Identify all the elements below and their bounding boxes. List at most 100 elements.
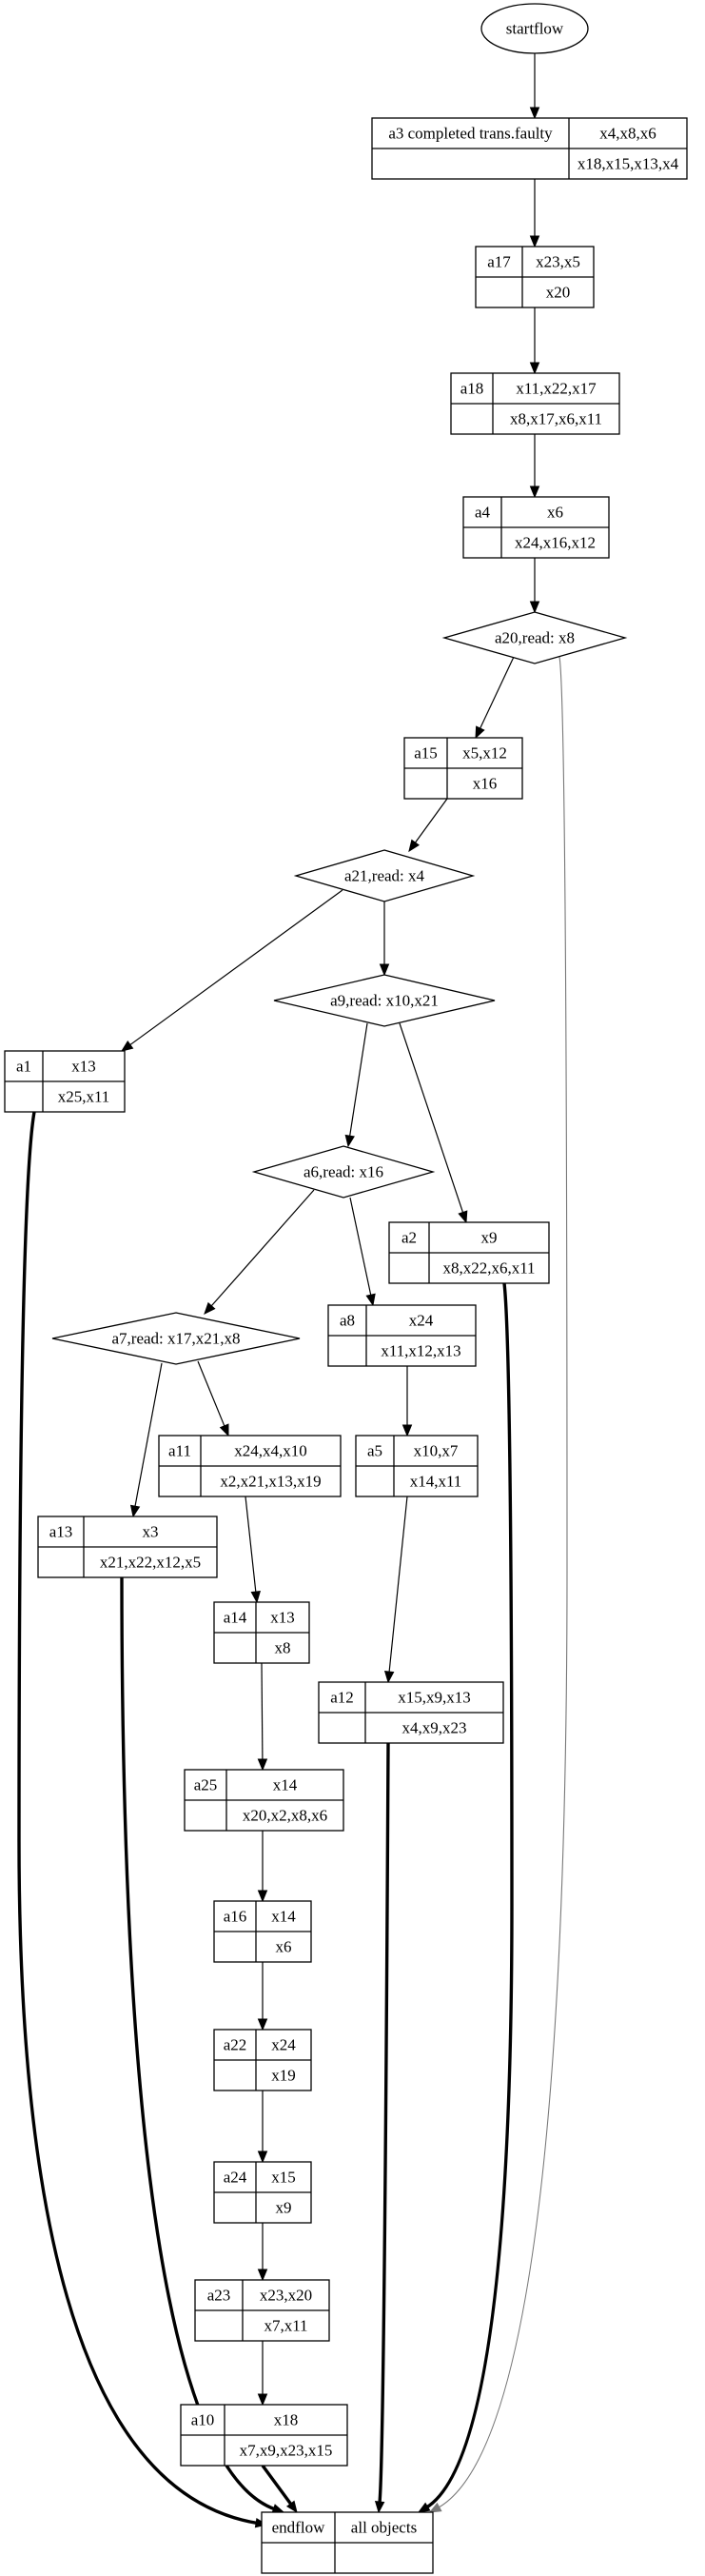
record-name-a18: a18 xyxy=(460,380,484,398)
edge-a10-to-endflow-arrowhead xyxy=(285,2500,298,2514)
record-name-a1: a1 xyxy=(16,1058,31,1076)
edge-a15-to-a21 xyxy=(413,798,448,845)
decision-label-a6: a6,read: x16 xyxy=(304,1163,383,1181)
record-name-a3: a3 completed trans.faulty xyxy=(388,125,553,143)
edge-a11-to-a14-arrowhead xyxy=(250,1591,261,1604)
record-bottom-a25: x20,x2,x8,x6 xyxy=(243,1807,327,1825)
record-name-a12: a12 xyxy=(330,1689,354,1707)
record-top-a25: x14 xyxy=(273,1776,298,1794)
record-top-a13: x3 xyxy=(143,1523,159,1541)
startflow-ellipse xyxy=(480,3,589,54)
startflow-node: startflow xyxy=(480,3,589,54)
edge-a2-to-endflow-arrowhead xyxy=(417,2502,431,2513)
record-top-a16: x14 xyxy=(271,1908,296,1926)
record-top-a12: x15,x9,x13 xyxy=(398,1689,471,1707)
record-bottom-a12: x4,x9,x23 xyxy=(402,1719,467,1737)
record-top-a17: x23,x5 xyxy=(536,253,580,271)
edge-startflow-to-a3-arrowhead xyxy=(529,107,540,120)
edge-a20-to-endflow-arrowhead xyxy=(428,2502,442,2513)
record-top-a4: x6 xyxy=(547,504,563,522)
nodes-layer: startflow a3 completed trans.faulty x4,x8,… xyxy=(4,3,688,2574)
record-name-a13: a13 xyxy=(49,1523,73,1541)
record-top-a8: x24 xyxy=(409,1312,434,1330)
record-top-a10: x18 xyxy=(274,2411,299,2429)
edge-a6-to-a8 xyxy=(349,1197,372,1298)
record-bottom-a13: x21,x22,x12,x5 xyxy=(100,1554,201,1572)
edge-a5-to-a12 xyxy=(388,1496,408,1674)
edge-a7-to-a13 xyxy=(134,1362,163,1509)
decision-node-a7: a7,read: x17,x21,x8 xyxy=(51,1312,301,1365)
record-bottom-a10: x7,x9,x23,x15 xyxy=(240,2442,333,2460)
edge-a15-to-a21-arrowhead xyxy=(408,839,421,853)
decision-diamond-a9 xyxy=(273,974,496,1027)
record-bottom-a4: x24,x16,x12 xyxy=(515,534,596,552)
record-bottom-a5: x14,x11 xyxy=(410,1473,462,1491)
decision-node-a6: a6,read: x16 xyxy=(251,1145,436,1199)
record-name-a22: a22 xyxy=(224,2036,247,2054)
record-bottom-a3: x18,x15,x13,x4 xyxy=(578,155,679,173)
edge-a20-to-endflow xyxy=(437,656,568,2509)
record-top-a18: x11,x22,x17 xyxy=(516,380,597,398)
record-node-a12: a12 x15,x9,x13 x4,x9,x23 xyxy=(318,1681,504,1744)
edge-a2-to-endflow xyxy=(424,1282,514,2509)
record-top-a15: x5,x12 xyxy=(462,744,507,763)
record-bottom-a16: x6 xyxy=(276,1938,292,1956)
record-top-a1: x13 xyxy=(71,1058,96,1076)
record-node-a13: a13 x3 x21,x22,x12,x5 xyxy=(37,1516,218,1578)
edge-a1-to-endflow xyxy=(17,1111,259,2526)
all-objects-label: all objects xyxy=(351,2519,417,2537)
edge-a18-to-a4-arrowhead xyxy=(529,485,540,499)
record-bottom-a24: x9 xyxy=(276,2199,292,2217)
edge-a3-to-a17-arrowhead xyxy=(529,235,540,248)
record-bottom-a23: x7,x11 xyxy=(264,2317,307,2335)
record-top-a11: x24,x4,x10 xyxy=(234,1442,307,1460)
edge-a23-to-a10-arrowhead xyxy=(257,2393,268,2407)
edge-a6-to-a8-arrowhead xyxy=(365,1293,376,1307)
edge-a21-to-a1-arrowhead xyxy=(120,1040,134,1052)
edge-a13-to-endflow xyxy=(120,1576,277,2511)
record-name-a24: a24 xyxy=(224,2169,247,2187)
record-name-a2: a2 xyxy=(401,1229,417,1247)
edge-a20-to-a15-arrowhead xyxy=(475,725,485,740)
edge-a12-to-endflow xyxy=(378,1742,390,2505)
record-name-a11: a11 xyxy=(168,1442,191,1460)
edge-a25-to-a16-arrowhead xyxy=(257,1890,268,1903)
edge-a9-to-a2-arrowhead xyxy=(458,1210,468,1224)
decision-label-a7: a7,read: x17,x21,x8 xyxy=(111,1330,240,1348)
decision-diamond-a7 xyxy=(51,1312,301,1365)
decision-node-a20: a20,read: x8 xyxy=(441,611,628,664)
edge-a7-to-a13-arrowhead xyxy=(129,1504,141,1518)
edge-a6-to-a7 xyxy=(209,1189,315,1308)
edge-a11-to-a14 xyxy=(245,1496,257,1595)
decision-label-a20: a20,read: x8 xyxy=(495,629,575,647)
decision-node-a21: a21,read: x4 xyxy=(293,849,476,902)
edge-a24-to-a23-arrowhead xyxy=(257,2269,268,2282)
record-top-a3: x4,x8,x6 xyxy=(599,125,656,143)
record-name-a8: a8 xyxy=(340,1312,355,1330)
edges-layer xyxy=(17,53,568,2528)
decision-label-a21: a21,read: x4 xyxy=(344,867,425,885)
record-top-a22: x24 xyxy=(271,2036,296,2054)
edge-a9-to-a6-arrowhead xyxy=(344,1134,355,1148)
record-top-a14: x13 xyxy=(270,1609,295,1627)
edge-a10-to-endflow xyxy=(261,2464,294,2507)
edge-a8-to-a5-arrowhead xyxy=(401,1424,413,1437)
edge-a17-to-a18-arrowhead xyxy=(529,362,540,375)
record-name-a15: a15 xyxy=(414,744,438,763)
